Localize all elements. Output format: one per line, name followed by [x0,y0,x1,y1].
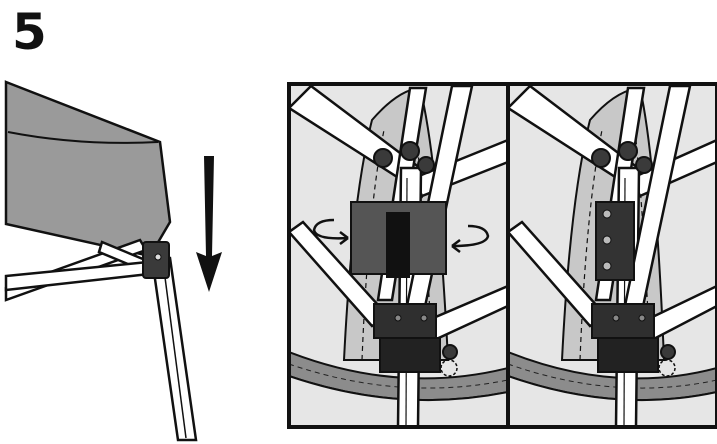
rotate-left-arrow-icon [312,218,349,240]
hinge-knob [591,148,611,168]
slider-bracket [591,303,655,339]
hinge-knob [373,148,393,168]
snap-button [602,235,612,245]
pull-ring [440,359,458,377]
velcro-strap-wrapped [595,201,635,281]
canopy-valance-curve [7,131,159,144]
lock-knob [660,344,676,360]
detail-panel-after [506,82,717,429]
slider-bracket [373,303,437,339]
lock-knob [442,344,458,360]
hinge-knob [417,156,435,174]
slider-bracket-base [597,337,659,373]
hinge-knob [618,141,638,161]
bracket-pin [154,253,162,261]
step-number: 5 [12,3,47,61]
detail-panel-before [287,82,510,429]
corner-bracket [142,241,170,279]
rotate-right-arrow-icon [451,224,490,248]
snap-button [602,209,612,219]
canopy-fabric [4,80,172,258]
snap-button [602,261,612,271]
hinge-knob [400,141,420,161]
down-arrow-icon [196,156,222,292]
hinge-knob [635,156,653,174]
slider-bracket-base [379,337,441,373]
pull-ring [658,359,676,377]
canopy-overview [4,80,222,442]
velcro-strap-center [386,212,410,278]
